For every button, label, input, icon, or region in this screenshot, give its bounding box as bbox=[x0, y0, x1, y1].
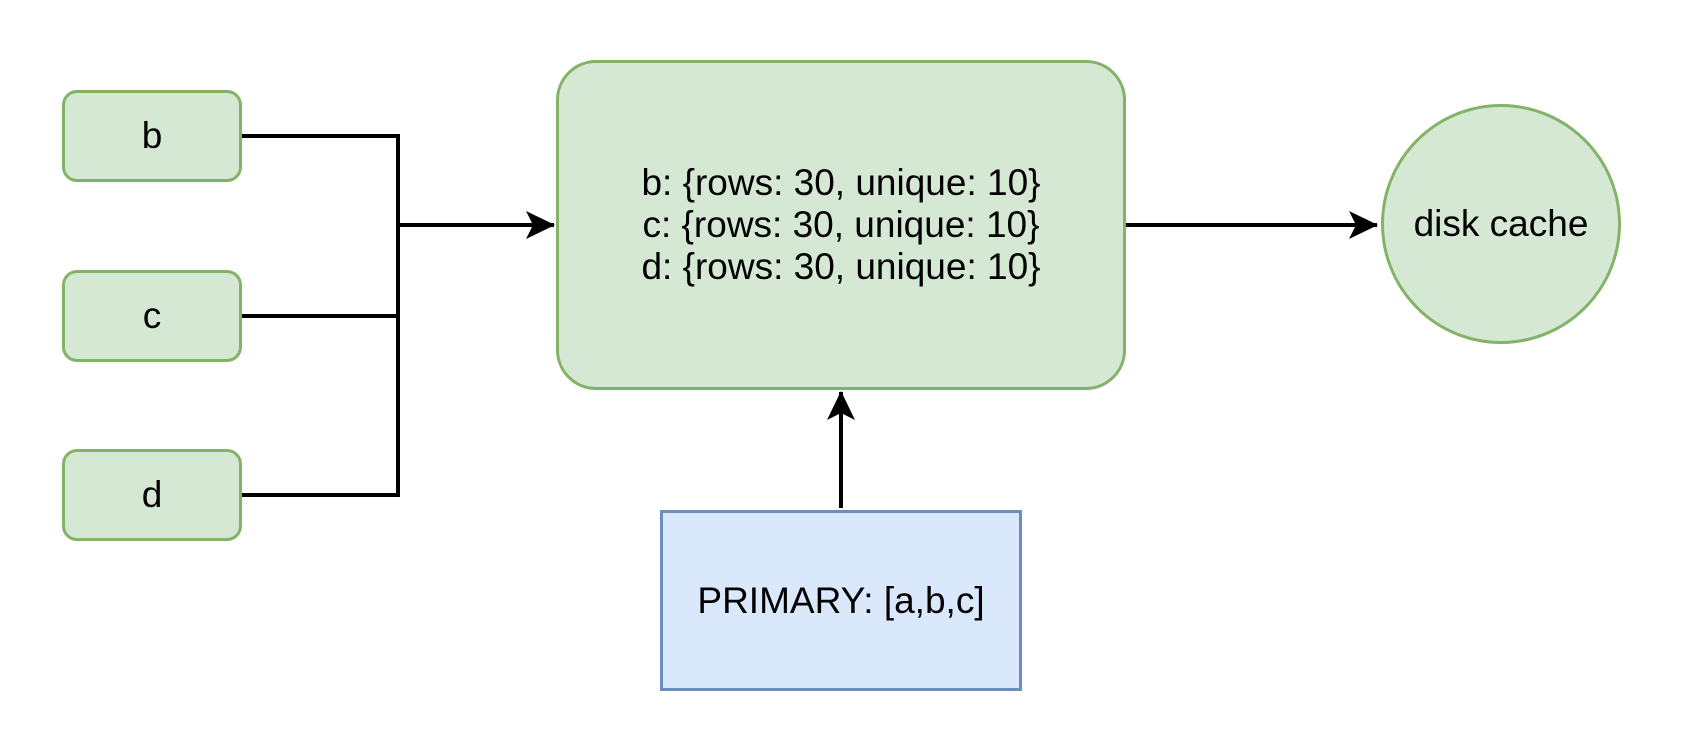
node-primary-key: PRIMARY: [a,b,c] bbox=[660, 510, 1022, 691]
node-d: d bbox=[62, 449, 242, 541]
stats-line-c: c: {rows: 30, unique: 10} bbox=[642, 204, 1040, 245]
stats-line-d: d: {rows: 30, unique: 10} bbox=[641, 246, 1041, 287]
node-disk-cache: disk cache bbox=[1381, 104, 1621, 344]
node-b-label: b bbox=[141, 115, 163, 157]
node-c: c bbox=[62, 270, 242, 362]
node-b: b bbox=[62, 90, 242, 182]
disk-cache-label: disk cache bbox=[1413, 203, 1589, 245]
node-d-label: d bbox=[141, 474, 163, 516]
stats-line-b: b: {rows: 30, unique: 10} bbox=[641, 162, 1041, 203]
node-column-stats: b: {rows: 30, unique: 10} c: {rows: 30, … bbox=[556, 60, 1126, 390]
primary-key-label: PRIMARY: [a,b,c] bbox=[697, 579, 985, 621]
node-c-label: c bbox=[142, 295, 162, 337]
